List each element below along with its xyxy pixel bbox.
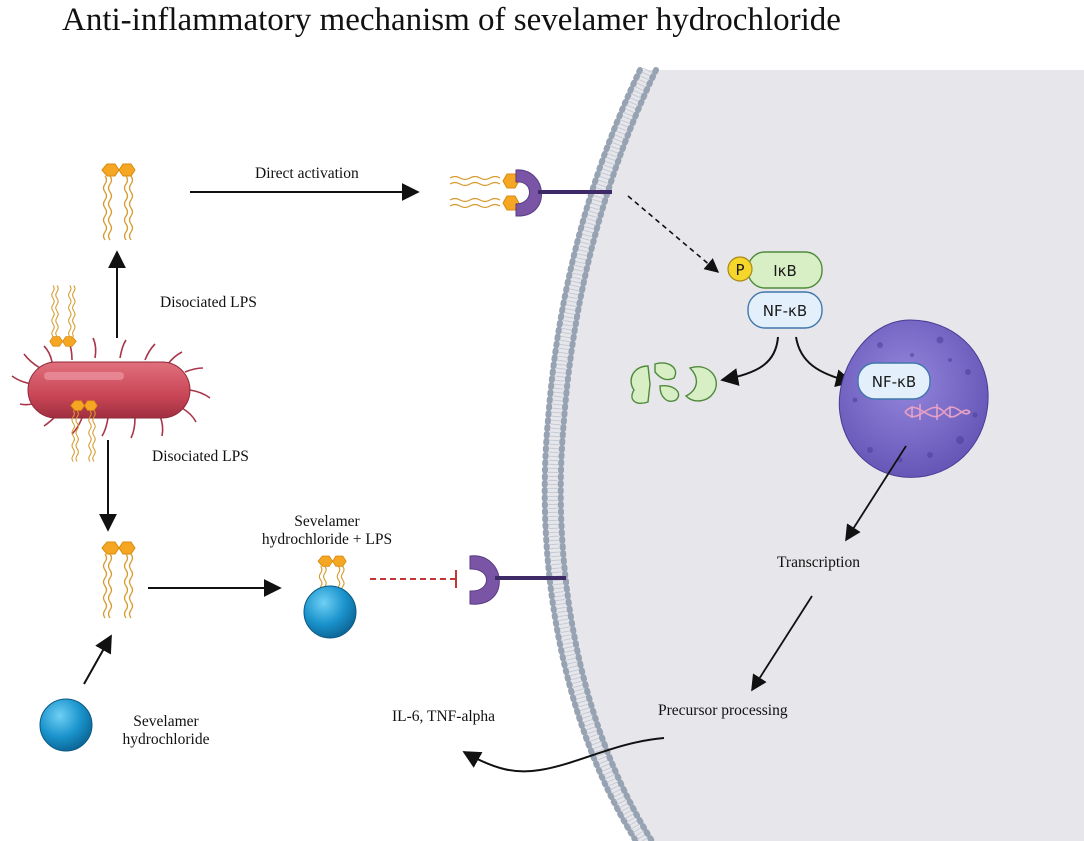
- label-dissociated-lps-top: Disociated LPS: [160, 294, 257, 311]
- label-complex-line1: Sevelamer: [294, 513, 360, 530]
- diagram-title: Anti-inflammatory mechanism of sevelamer…: [62, 2, 841, 38]
- cell-membrane-outer: [541, 67, 643, 841]
- label-complex: Sevelamer hydrochloride + LPS: [242, 513, 412, 549]
- sevelamer-bead-icon-free: [39, 698, 93, 752]
- lps-icon-free-top: [101, 163, 136, 241]
- cell-membrane-inner: [557, 67, 659, 841]
- cell-membrane-mid: [547, 67, 653, 841]
- arrow-sevelamer-to-lps: [83, 634, 112, 685]
- tlr4-receptor-icon-active: [449, 169, 612, 217]
- label-dissociated-lps-bottom: Disociated LPS: [152, 448, 249, 465]
- ikb-label: IκB: [773, 262, 797, 280]
- tlr4-receptor-icon-blocked: [469, 555, 566, 605]
- label-sevelamer-line1: Sevelamer: [133, 713, 199, 730]
- label-direct-activation: Direct activation: [255, 165, 359, 182]
- lps-icon-bound-upper: [49, 284, 77, 347]
- label-cytokines: IL-6, TNF-alpha: [392, 708, 496, 725]
- dna-icon: [904, 404, 971, 420]
- label-sevelamer-line2: hydrochloride: [122, 730, 210, 748]
- label-complex-line2: hydrochloride + LPS: [261, 530, 393, 548]
- nfkb-nucleus-label: NF-κB: [872, 373, 916, 391]
- nfkb-cytoplasm-node: [747, 291, 823, 329]
- phospho-node: [727, 256, 753, 282]
- arrow-to-transcription: [845, 445, 907, 542]
- label-transcription: Transcription: [777, 554, 860, 571]
- bacterium-icon: [11, 337, 211, 439]
- degraded-ikb-icon: [630, 362, 717, 404]
- cell-body: [544, 70, 1084, 841]
- arrow-to-cytokines: [462, 737, 665, 773]
- arrow-to-degradation: [720, 336, 779, 386]
- nfkb-cytoplasm-label: NF-κB: [763, 302, 807, 320]
- arrow-receptor-signal: [627, 195, 720, 273]
- sevelamer-bead-icon-complex: [303, 585, 357, 639]
- lps-icon-free-bottom: [101, 541, 136, 619]
- label-precursor-processing: Precursor processing: [658, 702, 788, 719]
- arrow-to-nucleus: [795, 336, 854, 388]
- label-sevelamer: Sevelamer hydrochloride: [116, 713, 216, 749]
- nfkb-nucleus-node: [857, 362, 931, 400]
- phospho-label: P: [735, 261, 744, 279]
- arrow-to-precursor: [751, 595, 813, 692]
